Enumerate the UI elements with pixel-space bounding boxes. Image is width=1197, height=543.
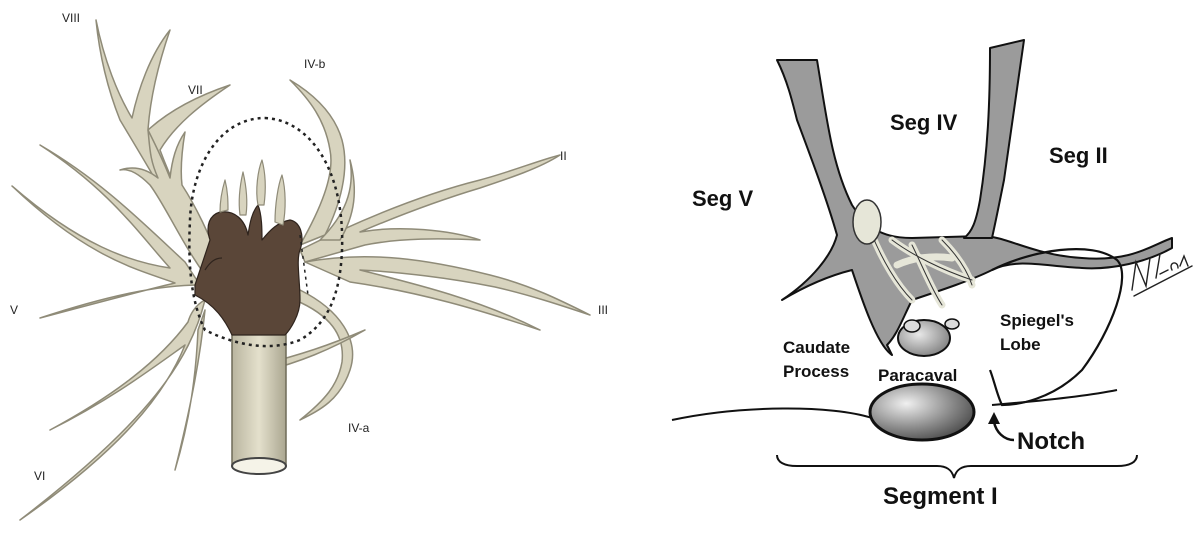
left-vessel-bulb bbox=[853, 200, 881, 244]
label-caudate-line1: Caudate bbox=[783, 338, 850, 357]
notch-arrow bbox=[994, 422, 1014, 440]
fissure-region bbox=[777, 40, 1172, 355]
notch-arrowhead bbox=[988, 412, 1000, 424]
label-seg-v: Seg V bbox=[692, 186, 753, 211]
label-seg-iv: Seg IV bbox=[890, 110, 958, 135]
label-viii: VIII bbox=[62, 11, 80, 25]
label-vii: VII bbox=[188, 83, 203, 97]
label-ivb: IV-b bbox=[304, 57, 326, 71]
segment-i-brace bbox=[777, 455, 1137, 478]
branch-network bbox=[12, 20, 590, 520]
caudate-segment-panel: Seg IV Seg II Seg V Caudate Process Spie… bbox=[612, 0, 1197, 538]
label-segment-i: Segment I bbox=[883, 483, 998, 510]
caudate-branches bbox=[195, 160, 302, 335]
label-paracaval: Paracaval bbox=[878, 366, 957, 385]
ivc-oval bbox=[870, 384, 974, 440]
label-spiegel-line2: Lobe bbox=[1000, 335, 1041, 354]
portal-vein-diagram: VIII VII IV-b II V III IV-a VI bbox=[0, 0, 612, 538]
label-caudate-line2: Process bbox=[783, 362, 849, 381]
branch-iii bbox=[305, 257, 590, 330]
branch-vi bbox=[20, 300, 205, 520]
label-iii: III bbox=[598, 303, 608, 317]
portal-vein-panel: VIII VII IV-b II V III IV-a VI bbox=[0, 0, 612, 538]
caudate-segment-diagram: Seg IV Seg II Seg V Caudate Process Spie… bbox=[612, 0, 1197, 538]
portal-vessel-small-a bbox=[904, 320, 920, 332]
label-vi: VI bbox=[34, 469, 45, 483]
label-iva: IV-a bbox=[348, 421, 370, 435]
portal-trunk bbox=[232, 330, 286, 474]
label-v: V bbox=[10, 303, 18, 317]
label-notch: Notch bbox=[1017, 428, 1085, 455]
label-spiegel-line1: Spiegel's bbox=[1000, 311, 1074, 330]
portal-vessel-small-b bbox=[945, 319, 959, 329]
label-ii: II bbox=[560, 149, 567, 163]
label-seg-ii: Seg II bbox=[1049, 143, 1108, 168]
